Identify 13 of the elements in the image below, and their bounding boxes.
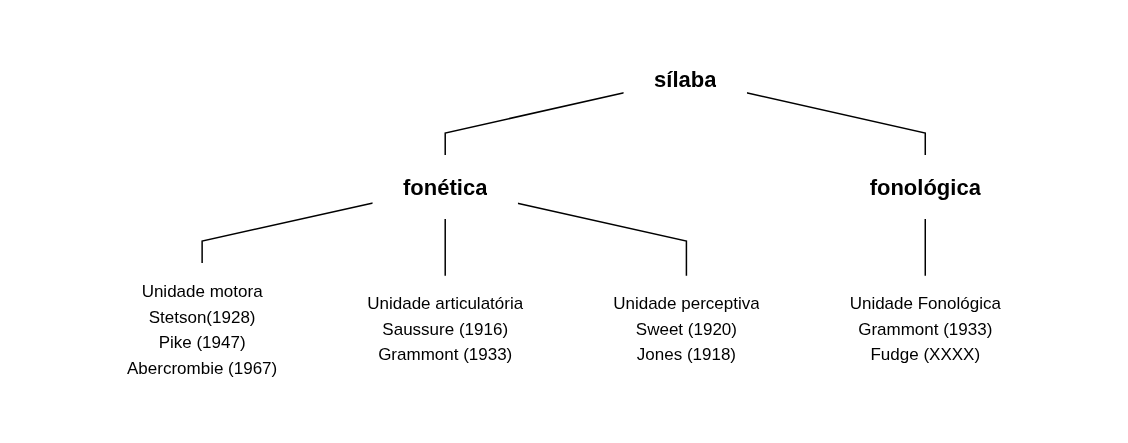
node-text: Unidade articulatória Saussure (1916) Grammont (1933)	[367, 294, 524, 365]
connector	[516, 202, 688, 277]
connector	[444, 92, 625, 157]
node-text: Unidade motora Stetson(1928) Pike (1947) Abercrombie (1967)	[127, 281, 278, 377]
node-text: sílaba	[654, 66, 717, 92]
node-text: Unidade Fonológica Grammont (1933) Fudge (XXXX)	[849, 294, 1001, 365]
connector	[201, 202, 374, 265]
node-text: Unidade perceptiva Sweet (1920) Jones (1918)	[613, 294, 760, 365]
node-text: fonológica	[869, 174, 981, 200]
connector	[924, 217, 927, 277]
connector	[745, 92, 927, 157]
connector	[444, 217, 446, 277]
node-text: fonética	[403, 174, 488, 200]
